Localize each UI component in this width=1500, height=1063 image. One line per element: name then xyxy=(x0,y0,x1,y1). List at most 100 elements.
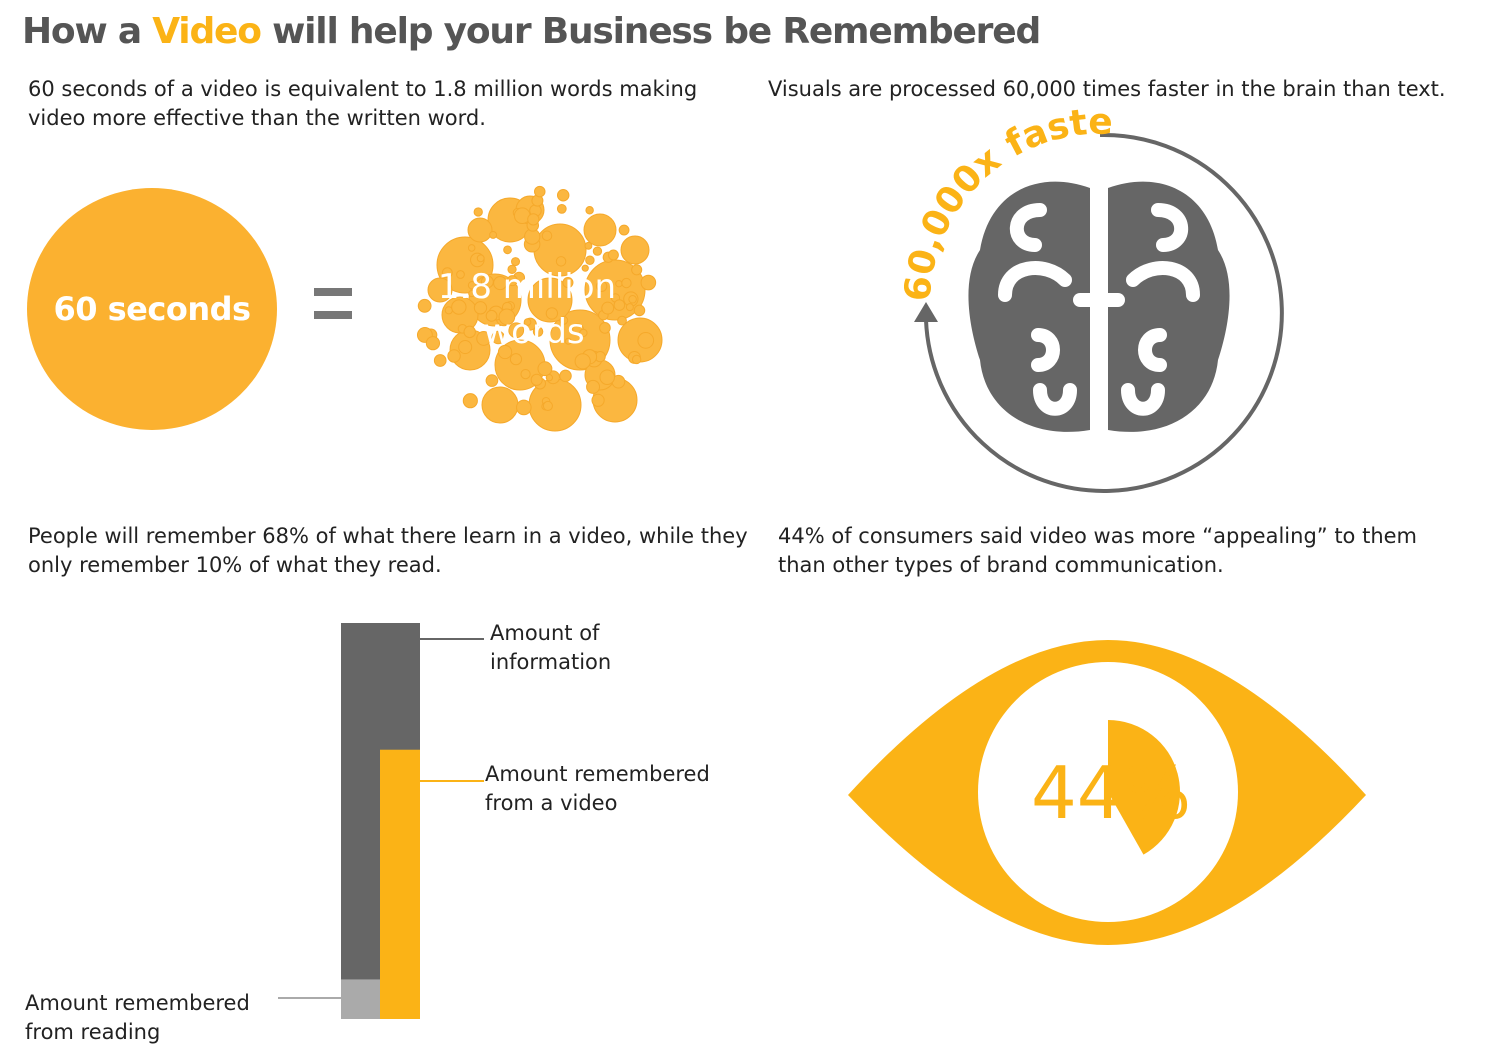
bubble xyxy=(559,369,572,383)
bubble xyxy=(595,280,608,292)
bubble xyxy=(556,189,570,202)
title-part1: How a xyxy=(22,11,153,52)
bubble xyxy=(585,255,595,266)
bubble xyxy=(586,379,601,394)
bubble xyxy=(506,275,518,287)
bubble xyxy=(462,393,478,409)
bubble xyxy=(497,344,513,360)
bubble xyxy=(583,213,617,247)
bubble xyxy=(613,299,626,311)
bubble xyxy=(425,336,441,351)
bubble xyxy=(509,353,523,366)
bubble xyxy=(621,277,632,289)
bubble xyxy=(503,245,512,255)
bubble xyxy=(485,374,499,387)
bubble xyxy=(530,373,543,386)
section2-text: Visuals are processed 60,000 times faste… xyxy=(768,77,1446,101)
bubble xyxy=(607,249,619,261)
memory-bar-chart xyxy=(278,623,484,1019)
percent-label: 44% xyxy=(1031,751,1191,835)
bubble xyxy=(498,308,516,326)
bubble xyxy=(532,326,544,337)
bubble xyxy=(545,307,559,320)
bubble xyxy=(467,217,493,243)
bubble xyxy=(456,270,465,279)
bubble xyxy=(618,224,630,236)
eye-graphic: 44% xyxy=(848,640,1366,945)
bubble xyxy=(507,264,517,274)
bubble xyxy=(520,369,531,380)
bubble xyxy=(489,230,498,239)
bubble xyxy=(599,322,611,334)
bubble xyxy=(574,353,591,370)
sixty-seconds-circle: 60 seconds xyxy=(27,188,277,430)
bar-remembered-video xyxy=(380,749,420,1019)
bubble xyxy=(562,277,574,289)
bubble xyxy=(511,257,521,267)
bar-remembered-reading xyxy=(341,979,380,1019)
arrow-head-icon xyxy=(914,302,938,322)
bubble xyxy=(468,289,476,298)
cycle-arc xyxy=(924,132,1284,493)
bubble xyxy=(417,298,432,313)
label-info-line1: Amount of xyxy=(490,621,600,645)
bubble xyxy=(527,277,573,323)
bubble xyxy=(631,354,642,365)
bubble xyxy=(467,280,477,290)
bubble xyxy=(451,299,467,315)
bubble xyxy=(581,264,589,272)
bubble xyxy=(615,280,623,288)
bubble xyxy=(584,241,593,250)
bubble xyxy=(625,303,634,312)
bubble xyxy=(545,373,554,382)
section4-text: 44% of consumers said video was more “ap… xyxy=(778,524,1418,577)
bubble xyxy=(427,277,453,303)
bubble xyxy=(541,230,553,241)
title-part2: will help your Business be Remembered xyxy=(260,11,1041,52)
bubble xyxy=(564,337,572,345)
bubble xyxy=(585,206,594,215)
bubble xyxy=(441,296,479,334)
bubble xyxy=(592,246,603,256)
bubble xyxy=(523,318,532,326)
bubble xyxy=(591,393,605,407)
bubble xyxy=(467,244,476,252)
bubble xyxy=(620,235,650,265)
bubble xyxy=(476,254,485,263)
label-reading-line2: from reading xyxy=(25,1020,161,1044)
word-bubble-cluster-icon: 1.8 million words xyxy=(416,185,663,432)
bubble xyxy=(480,275,494,289)
bubble-line2: words xyxy=(483,312,584,352)
equals-sign-bottom xyxy=(314,311,352,319)
label-video-line1: Amount remembered xyxy=(485,762,710,786)
brain-speed-graphic: 60,000x faster xyxy=(881,78,1284,493)
bubble xyxy=(637,332,655,349)
bubble xyxy=(527,213,540,226)
bubble xyxy=(640,274,657,291)
bubble xyxy=(633,304,646,317)
bubble-line1: 1.8 million xyxy=(438,267,616,307)
bubble xyxy=(559,315,569,325)
bubble xyxy=(599,369,615,385)
bubble xyxy=(556,203,567,214)
section3-text: People will remember 68% of what there l… xyxy=(28,524,748,577)
bubble xyxy=(508,322,525,339)
bubble xyxy=(458,340,473,355)
bubble xyxy=(485,309,498,322)
bubble xyxy=(601,301,615,315)
bubble xyxy=(473,301,488,315)
bubble xyxy=(555,256,567,267)
percent-pie-slice xyxy=(1108,720,1180,855)
bubble xyxy=(534,185,546,198)
label-video-line2: from a video xyxy=(485,791,618,815)
bubble xyxy=(516,399,532,416)
brain-icon xyxy=(968,181,1230,433)
bubble xyxy=(476,331,492,346)
bubble xyxy=(542,400,553,411)
title-highlight: Video xyxy=(152,11,262,52)
bubble xyxy=(628,295,637,304)
bubble xyxy=(473,207,483,217)
label-info-line2: information xyxy=(490,650,612,674)
bubble xyxy=(579,328,588,338)
bubble xyxy=(617,315,627,326)
